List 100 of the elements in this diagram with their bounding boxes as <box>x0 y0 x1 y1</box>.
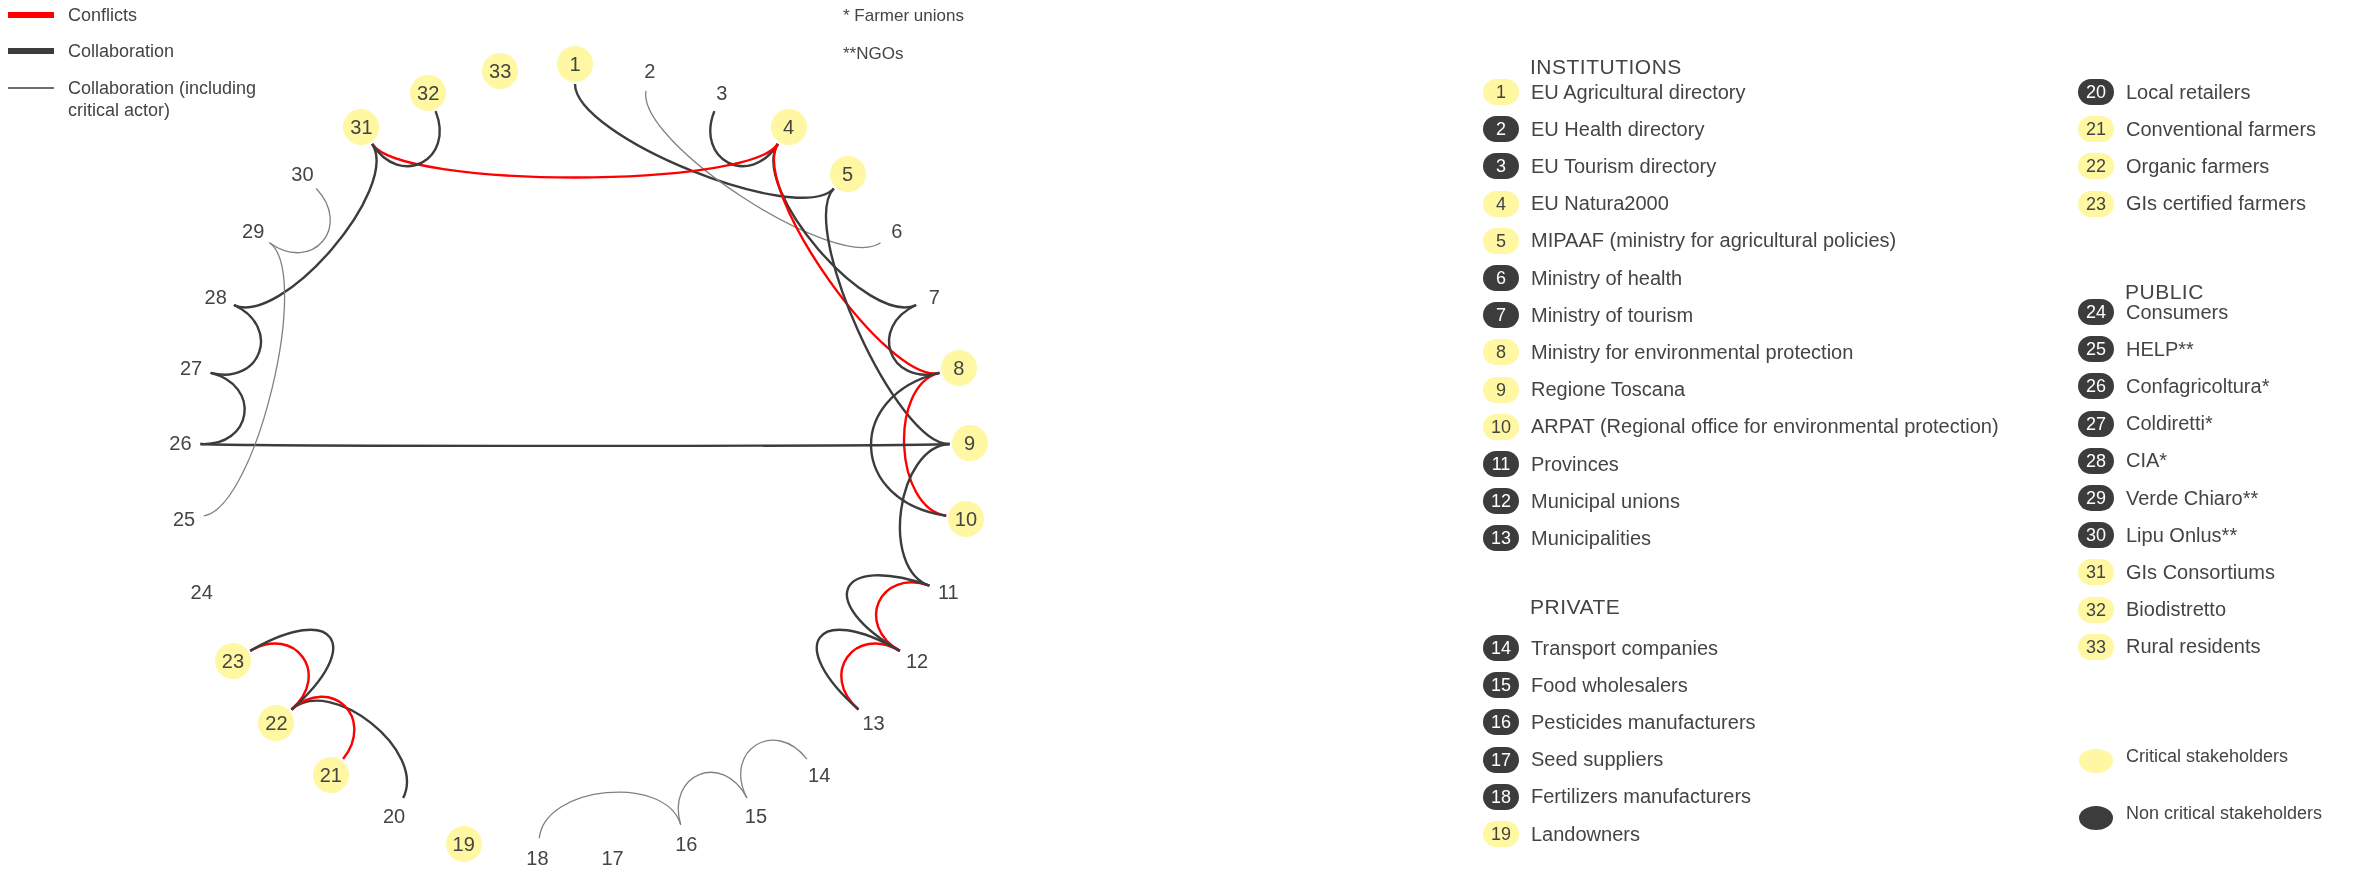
stakeholder-name: Landowners <box>1531 822 1640 846</box>
number-badge: 14 <box>1483 635 1519 661</box>
stakeholder-name: Food wholesalers <box>1531 673 1688 697</box>
stakeholder-name: Municipalities <box>1531 526 1652 550</box>
number-badge: 30 <box>2078 522 2114 549</box>
highlighted-number: 10 <box>947 500 984 537</box>
collaboration-line <box>290 699 408 799</box>
number-badge: 28 <box>2078 447 2114 474</box>
node-number: 29 <box>235 213 272 250</box>
legend-label: Critical stakeholders <box>2126 745 2289 767</box>
number-badge: 20 <box>2078 79 2114 105</box>
number-badge: 33 <box>2078 633 2114 660</box>
collaboration-line <box>573 83 835 199</box>
highlighted-number: 32 <box>410 74 447 111</box>
collaboration-line <box>268 187 331 254</box>
collaboration-line <box>371 110 441 168</box>
collaboration-line <box>249 628 335 711</box>
collaboration-line <box>203 242 286 517</box>
legend-label: Collaboration (including critical actor) <box>68 77 258 121</box>
number-badge: 19 <box>1483 821 1519 847</box>
node-number: 28 <box>197 278 234 315</box>
stakeholder-name: CIA* <box>2126 449 2168 473</box>
stakeholder-name: HELP** <box>2126 337 2194 361</box>
stakeholder-name: GIs Consortiums <box>2126 560 2275 584</box>
stakeholder-name: Pesticides manufacturers <box>1531 710 1756 734</box>
stakeholder-name: EU Agricultural directory <box>1531 80 1746 104</box>
number-badge: 22 <box>2078 153 2114 180</box>
collaboration-line <box>898 442 950 587</box>
highlighted-number: 19 <box>445 825 482 862</box>
number-badge: 25 <box>2078 336 2114 363</box>
number-badge: 6 <box>1483 265 1519 291</box>
collaboration-line <box>210 303 262 376</box>
stakeholder-name: Biodistretto <box>2126 598 2227 622</box>
stakeholder-name: Ministry of tourism <box>1531 303 1694 327</box>
number-badge: 9 <box>1483 376 1519 403</box>
stakeholder-name: EU Tourism directory <box>1531 154 1717 178</box>
stakeholder-name: Ministry of health <box>1531 266 1683 290</box>
collaboration-line <box>538 791 682 839</box>
stakeholder-name: Local retailers <box>2126 80 2251 104</box>
stakeholder-name: Provinces <box>1531 452 1619 476</box>
stakeholder-name: Transport companies <box>1531 636 1719 660</box>
stakeholder-name: Verde Chiaro** <box>2126 486 2259 510</box>
stakeholder-name: MIPAAF (ministry for agricultural policies) <box>1531 229 1897 253</box>
stakeholder-name: Conventional farmers <box>2126 117 2317 141</box>
number-badge: 31 <box>2078 559 2114 586</box>
stakeholder-name: Ministry for environmental protection <box>1531 340 1854 364</box>
collaboration-line <box>233 143 378 309</box>
node-number: 18 <box>519 840 556 872</box>
footnote: **NGOs <box>843 44 904 64</box>
stakeholder-name: Lipu Onlus** <box>2126 523 2238 547</box>
node-number: 7 <box>916 278 953 315</box>
stakeholder-name: Seed suppliers <box>1531 748 1664 772</box>
stakeholder-name: EU Health directory <box>1531 117 1705 141</box>
number-badge: 4 <box>1483 190 1519 217</box>
node-number: 11 <box>930 574 967 611</box>
legend-label: Conflicts <box>68 4 139 26</box>
collaboration-line <box>869 371 947 517</box>
number-badge: 26 <box>2078 373 2114 400</box>
number-badge: 27 <box>2078 410 2114 437</box>
node-number: 2 <box>631 53 668 90</box>
node-number: 24 <box>183 574 220 611</box>
number-badge: 15 <box>1483 672 1519 699</box>
stakeholder-name: Confagricoltura* <box>2126 374 2270 398</box>
stakeholder-name: Organic farmers <box>2126 154 2270 178</box>
highlighted-number: 22 <box>258 704 295 741</box>
number-badge: 5 <box>1483 227 1519 254</box>
number-badge: 24 <box>2078 299 2114 325</box>
collaboration-line <box>200 371 246 446</box>
node-number: 16 <box>668 825 705 862</box>
number-badge: 17 <box>1483 746 1519 773</box>
number-badge: 32 <box>2078 596 2114 623</box>
stakeholder-name: ARPAT (Regional office for environmental protection) <box>1531 415 1999 439</box>
stakeholder-name: Regione Toscana <box>1531 378 1686 402</box>
number-badge: 16 <box>1483 709 1519 736</box>
section-heading: PRIVATE <box>1530 595 1621 619</box>
collaboration-line <box>645 90 882 248</box>
node-number: 27 <box>173 350 210 387</box>
node-number: 3 <box>703 74 740 111</box>
number-badge: 18 <box>1483 783 1519 810</box>
number-badge: 11 <box>1483 451 1519 477</box>
stakeholder-name: Rural residents <box>2126 635 2261 659</box>
node-number: 20 <box>376 797 412 834</box>
highlighted-number: 1 <box>557 46 593 82</box>
highlighted-number: 8 <box>940 350 977 387</box>
number-badge: 1 <box>1483 79 1519 105</box>
number-badge: 12 <box>1483 488 1519 515</box>
number-badge: 23 <box>2078 190 2114 217</box>
node-number: 30 <box>284 155 321 192</box>
number-badge: 3 <box>1483 153 1519 180</box>
legend-label: Non critical stakeholders <box>2126 802 2323 824</box>
node-number: 15 <box>738 797 774 834</box>
node-number: 12 <box>899 643 936 679</box>
stakeholder-name: Fertilizers manufacturers <box>1531 785 1752 809</box>
stakeholder-name: Municipal unions <box>1531 489 1680 513</box>
number-badge: 7 <box>1483 302 1519 329</box>
legend-label: Collaboration <box>68 40 176 62</box>
number-badge: 29 <box>2078 485 2114 511</box>
highlighted-number: 31 <box>343 109 380 146</box>
section-heading: INSTITUTIONS <box>1530 55 1682 79</box>
number-badge: 2 <box>1483 116 1519 143</box>
